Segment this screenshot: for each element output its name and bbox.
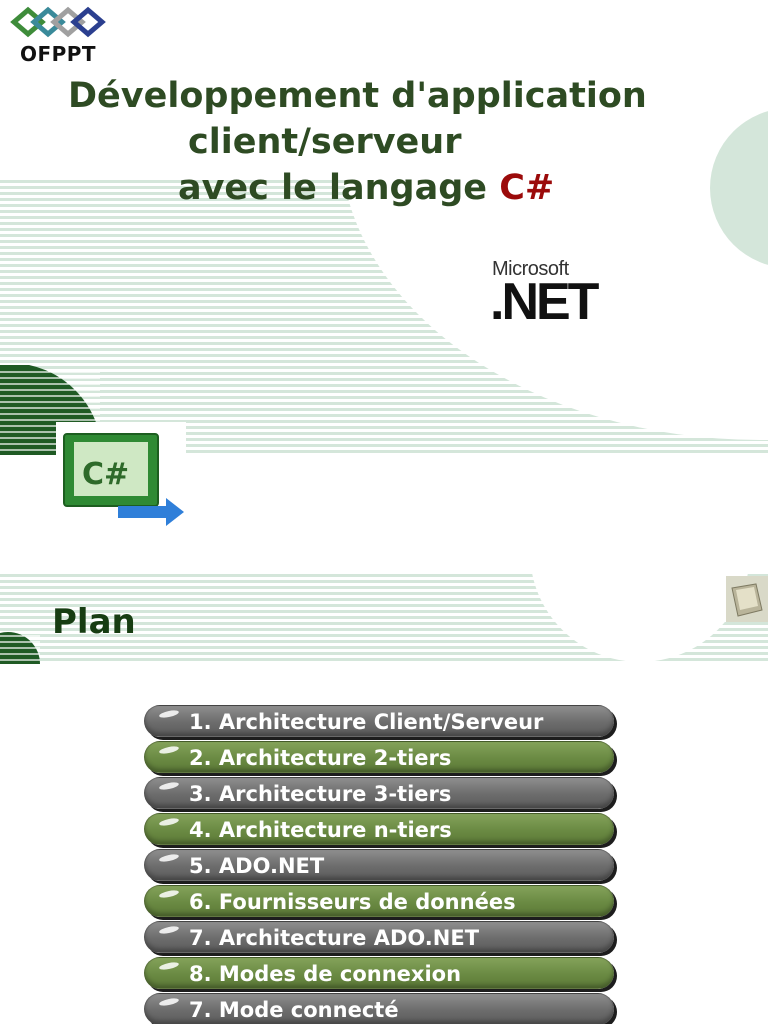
gloss-highlight: [158, 816, 180, 828]
keyboard-key-icon: [726, 576, 768, 622]
menu-item-label: 7. Mode connecté: [189, 998, 399, 1022]
header-decoration: [0, 572, 749, 664]
microsoft-brand-text: Microsoft: [492, 258, 569, 280]
csharp-icon-text: C#: [82, 457, 129, 492]
title-line-3-prefix: avec le langage: [178, 168, 500, 208]
menu-item-9[interactable]: 7. Mode connecté: [144, 993, 614, 1024]
logo-text: OFPPT: [19, 42, 97, 66]
menu-item-label: 1. Architecture Client/Serveur: [189, 710, 544, 734]
menu-item-8[interactable]: 8. Modes de connexion: [144, 957, 614, 989]
menu-item-4[interactable]: 4. Architecture n-tiers: [144, 813, 614, 845]
menu-item-label: 4. Architecture n-tiers: [189, 818, 452, 842]
ofppt-logo: OFPPT: [6, 4, 110, 66]
menu-item-1[interactable]: 1. Architecture Client/Serveur: [144, 705, 614, 737]
menu-item-label: 8. Modes de connexion: [189, 962, 462, 986]
title-slide: OFPPT Développement d'application client…: [0, 4, 768, 560]
menu-item-label: 6. Fournisseurs de données: [189, 890, 516, 914]
background-decoration: [0, 111, 768, 455]
net-product-text: .NET: [490, 273, 599, 331]
menu-item-label: 2. Architecture 2-tiers: [189, 746, 452, 770]
gloss-highlight: [158, 924, 180, 936]
title-line-1: Développement d'application: [68, 76, 647, 116]
menu-item-5[interactable]: 5. ADO.NET: [144, 849, 614, 881]
plan-title: Plan: [52, 602, 136, 642]
plan-slide: Plan 1. Architecture Client/Serveur 2. A…: [0, 572, 768, 1024]
menu-item-7[interactable]: 7. Architecture ADO.NET: [144, 921, 614, 953]
microsoft-net-logo: Microsoft .NET: [488, 256, 604, 332]
gloss-highlight: [158, 852, 180, 864]
gloss-highlight: [158, 744, 180, 756]
ofppt-diamonds-icon: [10, 6, 106, 38]
gloss-highlight: [158, 888, 180, 900]
gloss-highlight: [158, 780, 180, 792]
menu-item-3[interactable]: 3. Architecture 3-tiers: [144, 777, 614, 809]
menu-item-label: 7. Architecture ADO.NET: [189, 926, 480, 950]
page-number: 1: [716, 558, 722, 560]
menu-item-label: 5. ADO.NET: [189, 854, 325, 878]
menu-item-label: 3. Architecture 3-tiers: [189, 782, 452, 806]
title-line-3: avec le langage C#: [178, 168, 554, 208]
gloss-highlight: [158, 708, 180, 720]
title-line-2: client/serveur: [188, 122, 462, 162]
csharp-icon: C#: [56, 422, 186, 532]
menu-item-2[interactable]: 2. Architecture 2-tiers: [144, 741, 614, 773]
gloss-highlight: [158, 960, 180, 972]
title-accent-csharp: C#: [499, 168, 555, 208]
gloss-highlight: [158, 996, 180, 1008]
plan-menu: 1. Architecture Client/Serveur 2. Archit…: [144, 705, 614, 1024]
menu-item-6[interactable]: 6. Fournisseurs de données: [144, 885, 614, 917]
